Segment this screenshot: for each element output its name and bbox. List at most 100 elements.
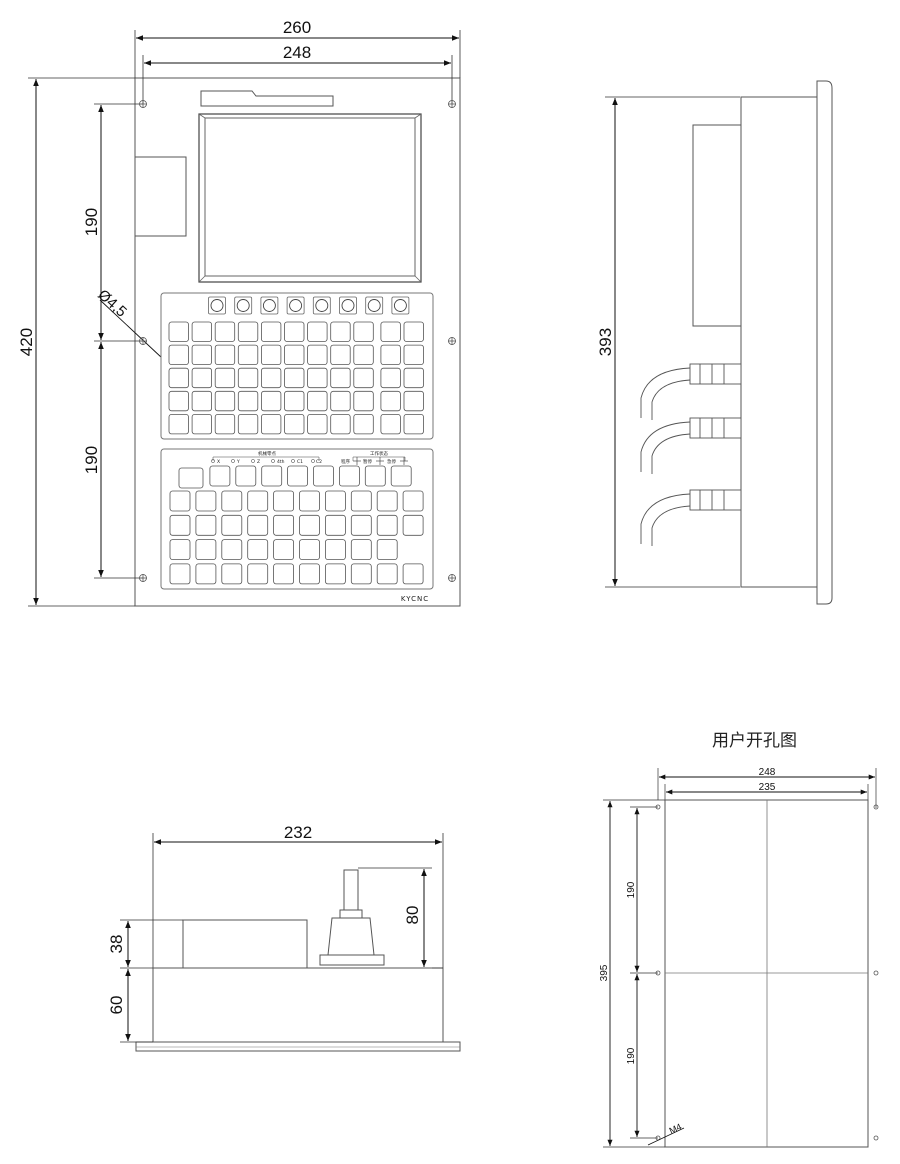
panel-key[interactable] xyxy=(350,514,372,536)
panel-key[interactable] xyxy=(353,344,374,366)
panel-key[interactable] xyxy=(350,563,372,585)
panel-key[interactable] xyxy=(237,390,259,412)
panel-key[interactable] xyxy=(169,539,191,560)
panel-key[interactable] xyxy=(261,465,283,487)
panel-key[interactable] xyxy=(403,390,424,412)
panel-key[interactable] xyxy=(191,413,213,435)
panel-key[interactable] xyxy=(168,321,189,342)
panel-key[interactable] xyxy=(330,367,351,389)
panel-key[interactable] xyxy=(260,367,282,389)
panel-key[interactable] xyxy=(237,321,259,342)
panel-key[interactable] xyxy=(273,539,295,560)
panel-key[interactable] xyxy=(338,465,360,487)
panel-key[interactable] xyxy=(260,390,282,412)
panel-key[interactable] xyxy=(168,390,189,412)
panel-key[interactable] xyxy=(307,413,328,435)
panel-key[interactable] xyxy=(324,490,346,512)
panel-key[interactable] xyxy=(380,321,401,342)
panel-key[interactable] xyxy=(195,563,217,585)
panel-key[interactable] xyxy=(168,367,189,389)
panel-key[interactable] xyxy=(324,563,346,585)
panel-key[interactable] xyxy=(195,490,217,512)
panel-key[interactable] xyxy=(299,563,320,585)
panel-key[interactable] xyxy=(191,321,213,342)
panel-key[interactable] xyxy=(353,390,374,412)
panel-key[interactable] xyxy=(214,390,236,412)
panel-key[interactable] xyxy=(209,465,231,487)
panel-key[interactable] xyxy=(402,490,424,512)
panel-key[interactable] xyxy=(284,413,305,435)
panel-key[interactable] xyxy=(178,467,204,489)
panel-key[interactable] xyxy=(168,344,189,366)
panel-key[interactable] xyxy=(284,321,305,342)
panel-key[interactable] xyxy=(376,490,398,512)
panel-key[interactable] xyxy=(330,390,351,412)
panel-key[interactable] xyxy=(247,514,269,536)
panel-key[interactable] xyxy=(330,413,351,435)
panel-key[interactable] xyxy=(221,490,243,512)
panel-key[interactable] xyxy=(191,367,213,389)
panel-key[interactable] xyxy=(247,539,269,560)
panel-key[interactable] xyxy=(221,514,243,536)
panel-key[interactable] xyxy=(403,321,424,342)
panel-key[interactable] xyxy=(353,413,374,435)
panel-key[interactable] xyxy=(350,490,372,512)
panel-key[interactable] xyxy=(376,539,398,560)
panel-key[interactable] xyxy=(169,563,191,585)
panel-key[interactable] xyxy=(324,514,346,536)
panel-key[interactable] xyxy=(324,539,346,560)
panel-key[interactable] xyxy=(299,490,320,512)
panel-key[interactable] xyxy=(237,413,259,435)
panel-key[interactable] xyxy=(214,413,236,435)
panel-key[interactable] xyxy=(273,514,295,536)
panel-key[interactable] xyxy=(273,563,295,585)
panel-key[interactable] xyxy=(313,465,334,487)
panel-key[interactable] xyxy=(247,490,269,512)
panel-key[interactable] xyxy=(380,390,401,412)
panel-key[interactable] xyxy=(214,367,236,389)
panel-key[interactable] xyxy=(307,367,328,389)
panel-key[interactable] xyxy=(191,344,213,366)
panel-key[interactable] xyxy=(169,514,191,536)
panel-key[interactable] xyxy=(195,539,217,560)
panel-key[interactable] xyxy=(330,321,351,342)
panel-key[interactable] xyxy=(353,367,374,389)
panel-key[interactable] xyxy=(376,563,398,585)
panel-key[interactable] xyxy=(237,367,259,389)
panel-key[interactable] xyxy=(221,539,243,560)
panel-key[interactable] xyxy=(237,344,259,366)
panel-key[interactable] xyxy=(307,321,328,342)
panel-key[interactable] xyxy=(169,490,191,512)
panel-key[interactable] xyxy=(195,514,217,536)
panel-key[interactable] xyxy=(402,563,424,585)
panel-key[interactable] xyxy=(380,413,401,435)
panel-key[interactable] xyxy=(350,539,372,560)
panel-key[interactable] xyxy=(376,514,398,536)
panel-key[interactable] xyxy=(235,465,257,487)
panel-key[interactable] xyxy=(403,367,424,389)
panel-key[interactable] xyxy=(390,465,412,487)
panel-key[interactable] xyxy=(260,413,282,435)
panel-key[interactable] xyxy=(299,539,320,560)
panel-key[interactable] xyxy=(284,390,305,412)
panel-key[interactable] xyxy=(191,390,213,412)
panel-key[interactable] xyxy=(247,563,269,585)
panel-key[interactable] xyxy=(307,344,328,366)
panel-key[interactable] xyxy=(364,465,386,487)
panel-key[interactable] xyxy=(353,321,374,342)
panel-key[interactable] xyxy=(273,490,295,512)
panel-key[interactable] xyxy=(284,367,305,389)
panel-key[interactable] xyxy=(260,321,282,342)
panel-key[interactable] xyxy=(330,344,351,366)
panel-key[interactable] xyxy=(214,344,236,366)
panel-key[interactable] xyxy=(284,344,305,366)
panel-key[interactable] xyxy=(221,563,243,585)
panel-key[interactable] xyxy=(402,514,424,536)
panel-key[interactable] xyxy=(403,413,424,435)
panel-key[interactable] xyxy=(214,321,236,342)
panel-key[interactable] xyxy=(403,344,424,366)
panel-key[interactable] xyxy=(380,367,401,389)
panel-key[interactable] xyxy=(380,344,401,366)
panel-key[interactable] xyxy=(299,514,320,536)
panel-key[interactable] xyxy=(260,344,282,366)
